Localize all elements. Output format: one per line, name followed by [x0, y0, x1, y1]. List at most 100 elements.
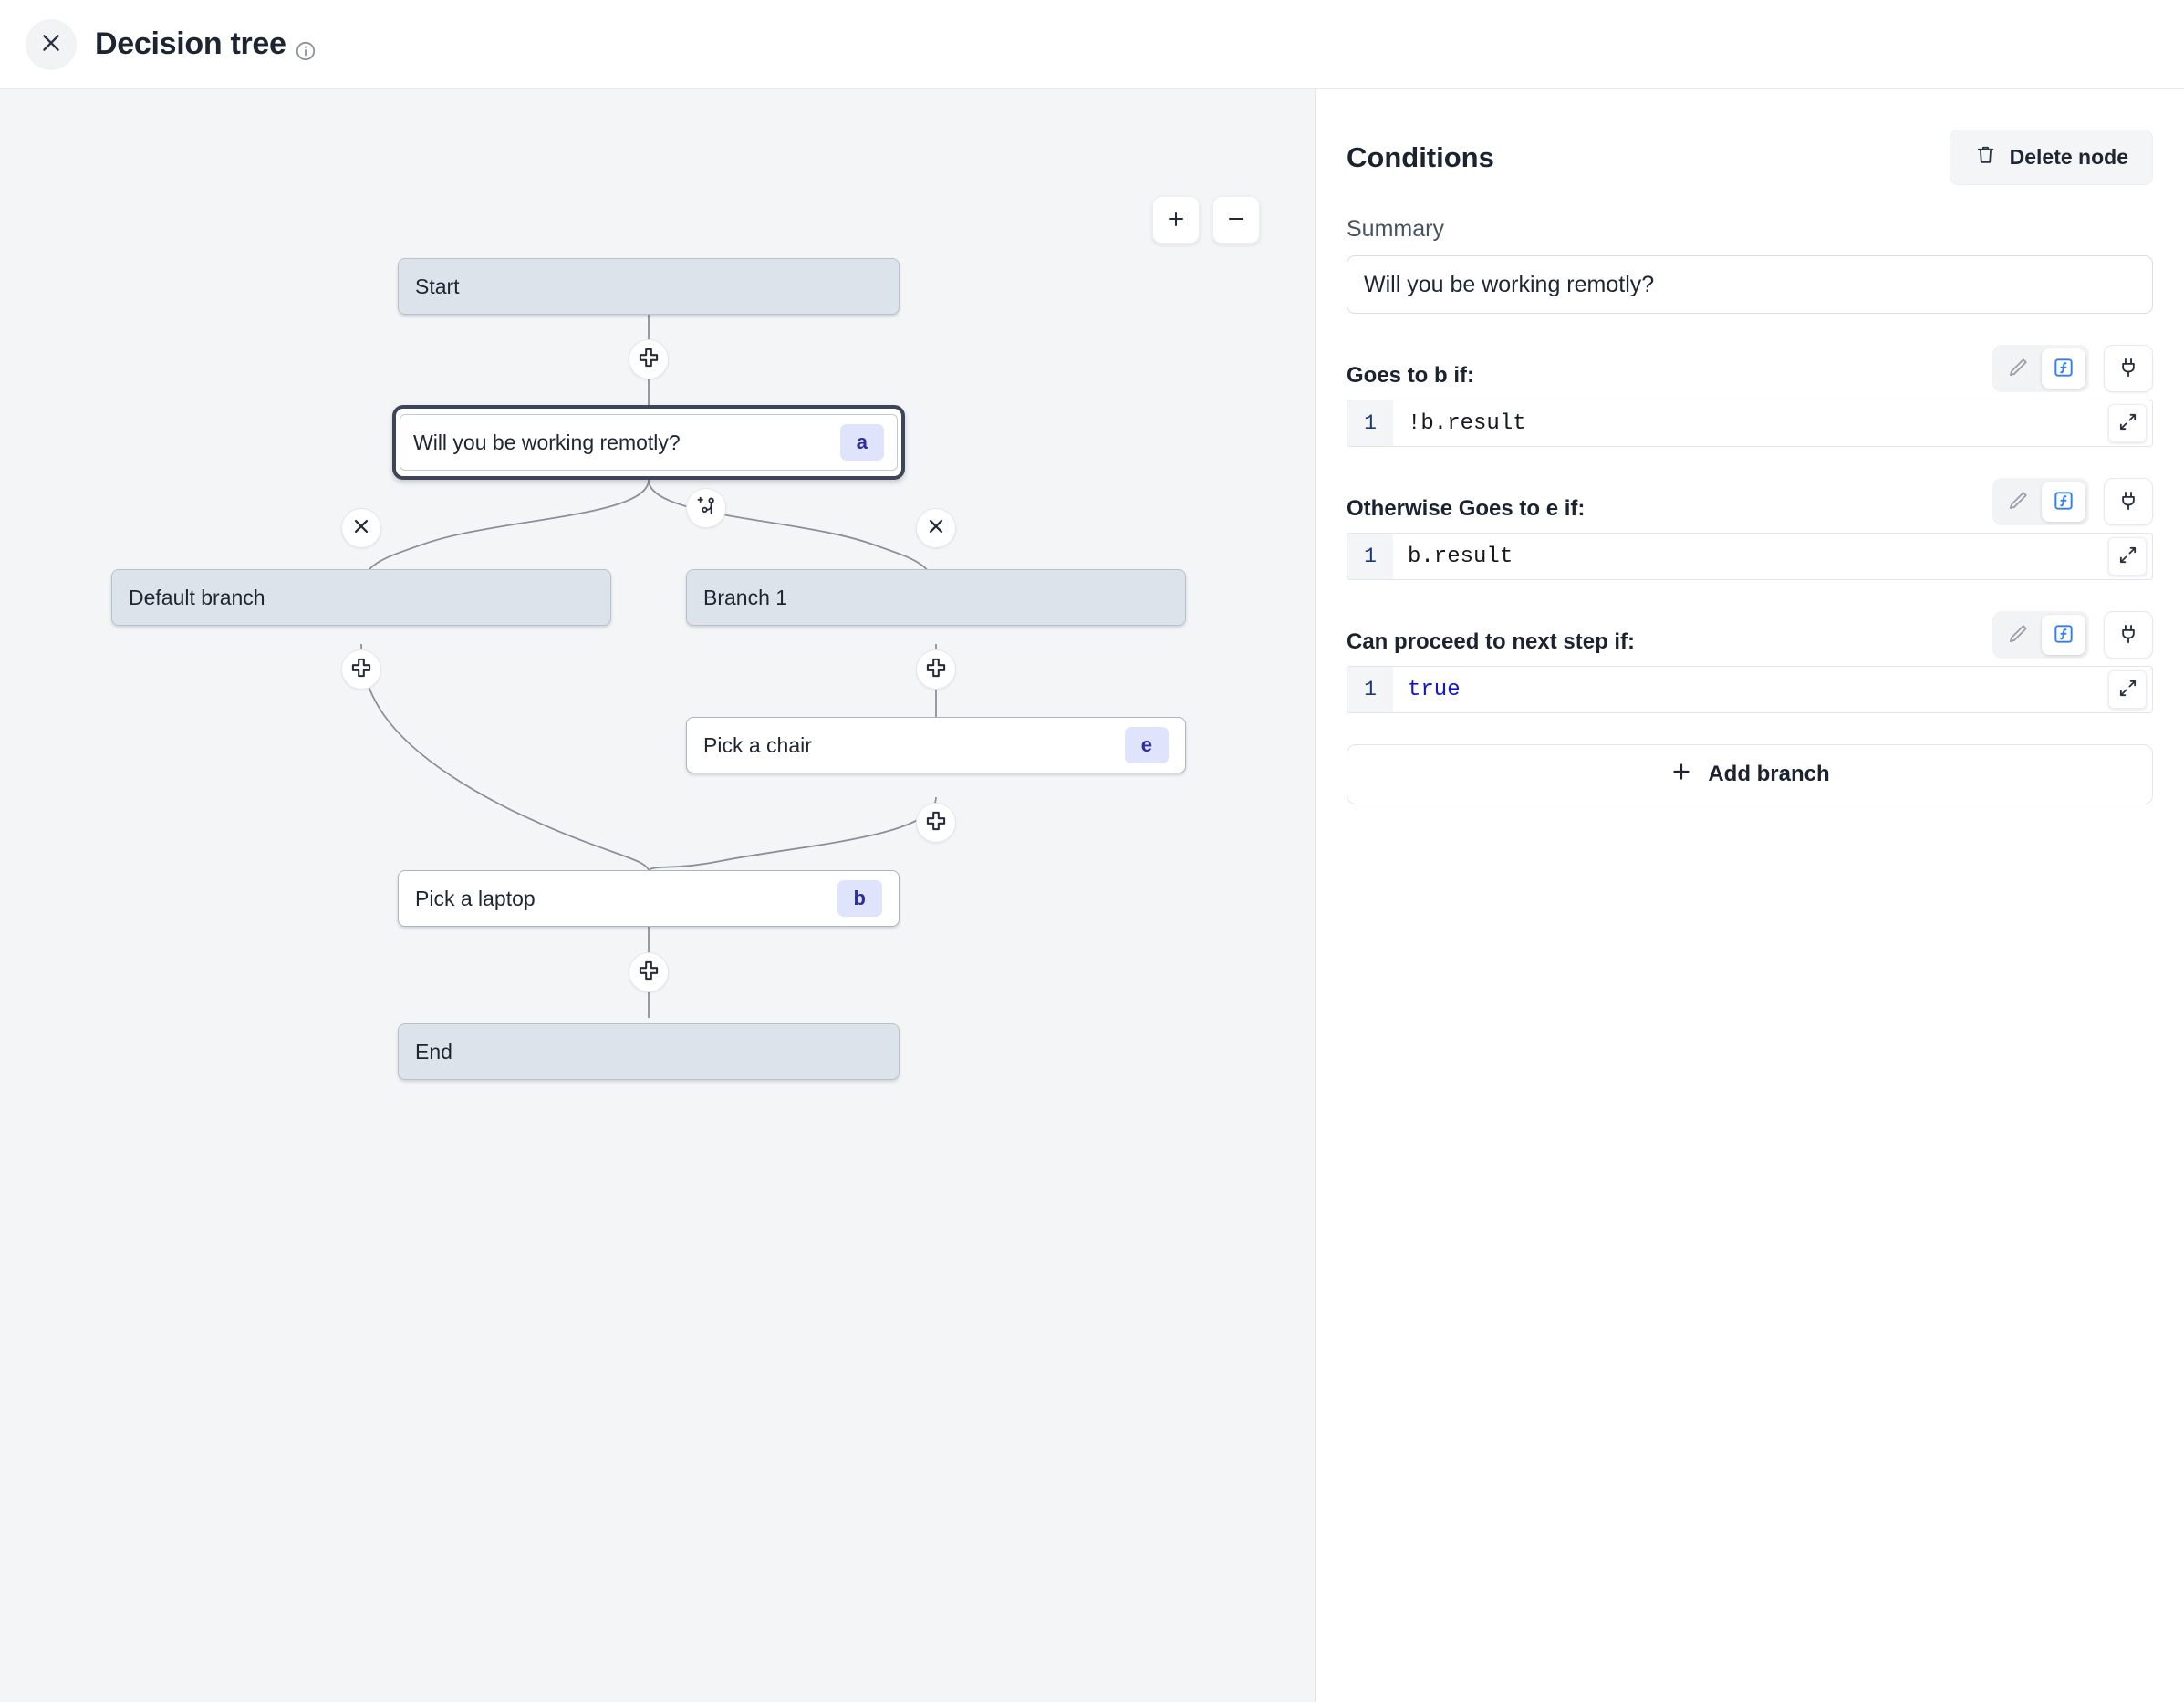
plus-icon: [924, 656, 948, 684]
pencil-icon: [2006, 622, 2030, 649]
plug-icon: [2116, 489, 2140, 515]
add-step-handle-1[interactable]: [629, 339, 669, 379]
flow-node-label: Default branch: [129, 585, 265, 609]
pencil-mode-button[interactable]: [1996, 348, 2040, 389]
expand-icon: [2117, 411, 2138, 435]
add-branch-icon: [694, 494, 718, 523]
function-icon: [2052, 356, 2075, 382]
zoom-controls: [1152, 196, 1260, 244]
connect-plug-button[interactable]: [2104, 611, 2153, 659]
plug-icon: [2116, 622, 2140, 649]
code-editor[interactable]: 1 true: [1347, 666, 2153, 713]
line-number: 1: [1347, 400, 1393, 446]
editor-toolbar: [1992, 478, 2153, 525]
add-step-handle-5[interactable]: [629, 952, 669, 992]
expand-editor-button[interactable]: [2108, 404, 2147, 442]
plug-icon: [2116, 356, 2140, 382]
plus-icon: [637, 346, 660, 374]
function-icon: [2052, 489, 2075, 515]
add-step-handle-2[interactable]: [341, 649, 381, 690]
zoom-out-button[interactable]: [1212, 196, 1260, 244]
delete-node-label: Delete node: [2009, 145, 2128, 169]
flow-node-label: End: [415, 1039, 452, 1064]
flow-canvas[interactable]: Start Will you be working remotly? a: [0, 89, 1316, 1702]
zoom-in-button[interactable]: [1152, 196, 1200, 244]
code-editor[interactable]: 1 !b.result: [1347, 400, 2153, 447]
pencil-mode-button[interactable]: [1996, 482, 2040, 522]
add-branch-button[interactable]: Add branch: [1347, 744, 2153, 804]
add-branch-handle[interactable]: [686, 488, 726, 528]
condition-label: Can proceed to next step if:: [1347, 629, 1636, 654]
expand-icon: [2117, 545, 2138, 568]
plus-icon: [1165, 208, 1187, 233]
line-number: 1: [1347, 534, 1393, 579]
flow-node-pick-a-laptop[interactable]: Pick a laptop b: [398, 870, 900, 927]
editor-toolbar: [1992, 345, 2153, 392]
close-icon: [349, 514, 373, 543]
code-editor[interactable]: 1 b.result: [1347, 533, 2153, 580]
close-icon: [924, 514, 948, 543]
flow-node-badge: e: [1124, 727, 1169, 763]
flow-node-branch-1[interactable]: Branch 1: [686, 569, 1186, 626]
editor-toolbar: [1992, 611, 2153, 659]
code-content[interactable]: b.result: [1408, 544, 1513, 569]
pencil-mode-button[interactable]: [1996, 615, 2040, 655]
flow-node-label: Pick a laptop: [415, 886, 536, 910]
flow-node-end[interactable]: End: [398, 1023, 900, 1080]
add-step-handle-4[interactable]: [916, 803, 956, 843]
editor-mode-group: [1992, 611, 2089, 659]
minus-icon: [1225, 208, 1247, 233]
conditions-panel: Conditions Delete node Summary Goes to b…: [1316, 89, 2184, 1702]
pencil-icon: [2006, 356, 2030, 382]
function-mode-button[interactable]: [2042, 348, 2085, 389]
flow-node-label: Pick a chair: [703, 732, 812, 757]
editor-mode-group: [1992, 345, 2089, 392]
flow-node-conditions-selected[interactable]: Will you be working remotly? a: [392, 405, 905, 480]
flow-node-pick-a-chair[interactable]: Pick a chair e: [686, 717, 1186, 773]
plus-icon: [637, 959, 660, 987]
flow-node-start[interactable]: Start: [398, 258, 900, 315]
flow-node-default-branch[interactable]: Default branch: [111, 569, 611, 626]
condition-label: Otherwise Goes to e if:: [1347, 496, 1586, 521]
add-step-handle-3[interactable]: [916, 649, 956, 690]
expand-editor-button[interactable]: [2108, 537, 2147, 576]
function-mode-button[interactable]: [2042, 615, 2085, 655]
flow-node-label: Will you be working remotly?: [413, 430, 681, 454]
condition-block-otherwise-goes-to-e: Otherwise Goes to e if:: [1347, 478, 2153, 580]
delete-branch-handle-right[interactable]: [916, 508, 956, 548]
condition-block-can-proceed: Can proceed to next step if:: [1347, 611, 2153, 713]
body-split: Start Will you be working remotly? a: [0, 89, 2184, 1702]
condition-block-goes-to-b: Goes to b if:: [1347, 345, 2153, 447]
close-button[interactable]: [26, 18, 77, 70]
add-branch-label: Add branch: [1708, 762, 1830, 786]
plus-icon: [924, 809, 948, 837]
code-content[interactable]: !b.result: [1408, 410, 1526, 436]
trash-icon: [1974, 143, 1997, 171]
function-mode-button[interactable]: [2042, 482, 2085, 522]
line-number: 1: [1347, 667, 1393, 712]
summary-input[interactable]: [1347, 255, 2153, 314]
pencil-icon: [2006, 489, 2030, 515]
summary-label: Summary: [1347, 216, 1444, 242]
delete-branch-handle-left[interactable]: [341, 508, 381, 548]
close-icon: [39, 31, 63, 57]
code-content[interactable]: true: [1408, 677, 1461, 702]
info-icon[interactable]: [295, 35, 317, 61]
connect-plug-button[interactable]: [2104, 478, 2153, 525]
plus-icon: [1669, 760, 1693, 790]
connect-plug-button[interactable]: [2104, 345, 2153, 392]
page-title: Decision tree: [95, 26, 317, 62]
flow-node-badge: a: [839, 424, 884, 461]
flow-node-label: Branch 1: [703, 585, 788, 609]
function-icon: [2052, 622, 2075, 649]
flow-node-badge: b: [837, 880, 882, 917]
flow-node-label: Start: [415, 274, 460, 298]
expand-icon: [2117, 678, 2138, 701]
top-bar: Decision tree: [0, 0, 2184, 89]
panel-title: Conditions: [1347, 140, 1494, 173]
condition-label: Goes to b if:: [1347, 363, 1474, 388]
plus-icon: [349, 656, 373, 684]
panel-header: Conditions Delete node: [1347, 130, 2153, 185]
expand-editor-button[interactable]: [2108, 670, 2147, 709]
delete-node-button[interactable]: Delete node: [1949, 130, 2153, 185]
